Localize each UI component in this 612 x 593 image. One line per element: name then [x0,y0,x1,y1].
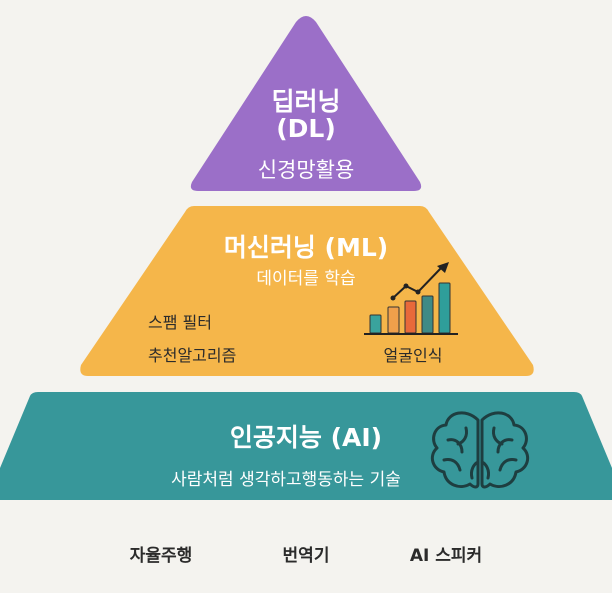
ai-subtitle: 사람처럼 생각하고행동하는 기술 [171,470,401,490]
chart-bar-3 [404,300,417,334]
dl-abbreviation: (DL) [276,114,336,143]
dl-title: 딥러닝 [271,87,341,116]
ml-example-spam-filter: 스팸 필터 [148,313,212,332]
ml-chart-caption: 얼굴인식 [383,346,443,365]
ml-example-recommendation: 추천알고리즘 [148,346,237,365]
chart-bar-4 [421,295,434,334]
ml-subtitle: 데이터를 학습 [256,269,356,289]
bar-chart-icon [364,262,458,335]
ml-title: 머신러닝 (ML) [223,233,389,262]
chart-bar-1 [369,314,382,334]
dl-subtitle: 신경망활용 [257,158,355,182]
application-self-driving: 자율주행 [129,546,193,566]
chart-bar-5 [438,282,451,334]
chart-trend-line [392,266,443,299]
base-band [0,500,612,593]
dl-tier-shape [190,16,422,191]
ai-title: 인공지능 (AI) [229,423,383,452]
chart-bar-2 [387,306,400,334]
application-translator: 번역기 [282,546,330,566]
chart-arrowhead [437,262,449,273]
brain-icon [430,411,530,489]
application-ai-speaker: AI 스피커 [409,546,483,566]
